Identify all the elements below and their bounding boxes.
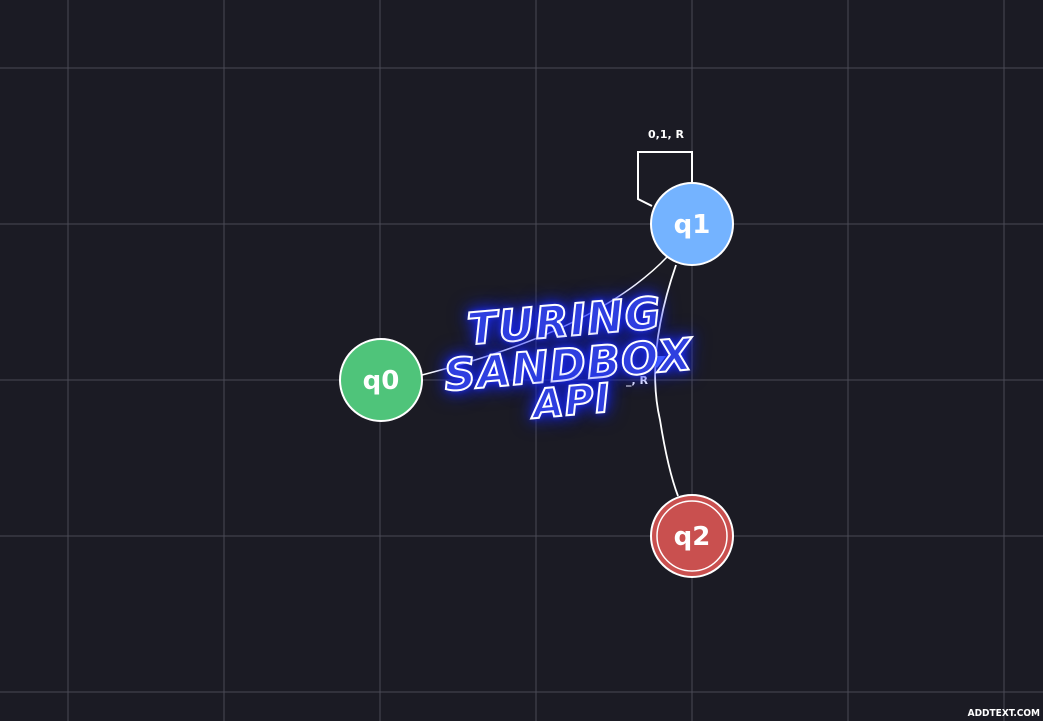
state-q2[interactable]: q2 <box>650 494 734 578</box>
accept-ring <box>656 500 728 572</box>
state-q1[interactable]: q1 <box>650 182 734 266</box>
transition-q1-q1[interactable] <box>637 151 693 207</box>
state-label-q0: q0 <box>363 366 400 396</box>
arrowhead-q1-q2-icon <box>649 356 666 368</box>
transition-q1-q0[interactable] <box>421 255 669 376</box>
transition-label-q1-q2: _, R <box>626 374 649 387</box>
transition-q1-q2[interactable] <box>654 264 679 497</box>
watermark: ADDTEXT.COM <box>967 708 1040 719</box>
transition-label-q1-q1: 0,1, R <box>648 128 684 141</box>
state-label-q2: q2 <box>674 522 711 552</box>
state-q0[interactable]: q0 <box>339 338 423 422</box>
state-label-q1: q1 <box>674 210 711 240</box>
